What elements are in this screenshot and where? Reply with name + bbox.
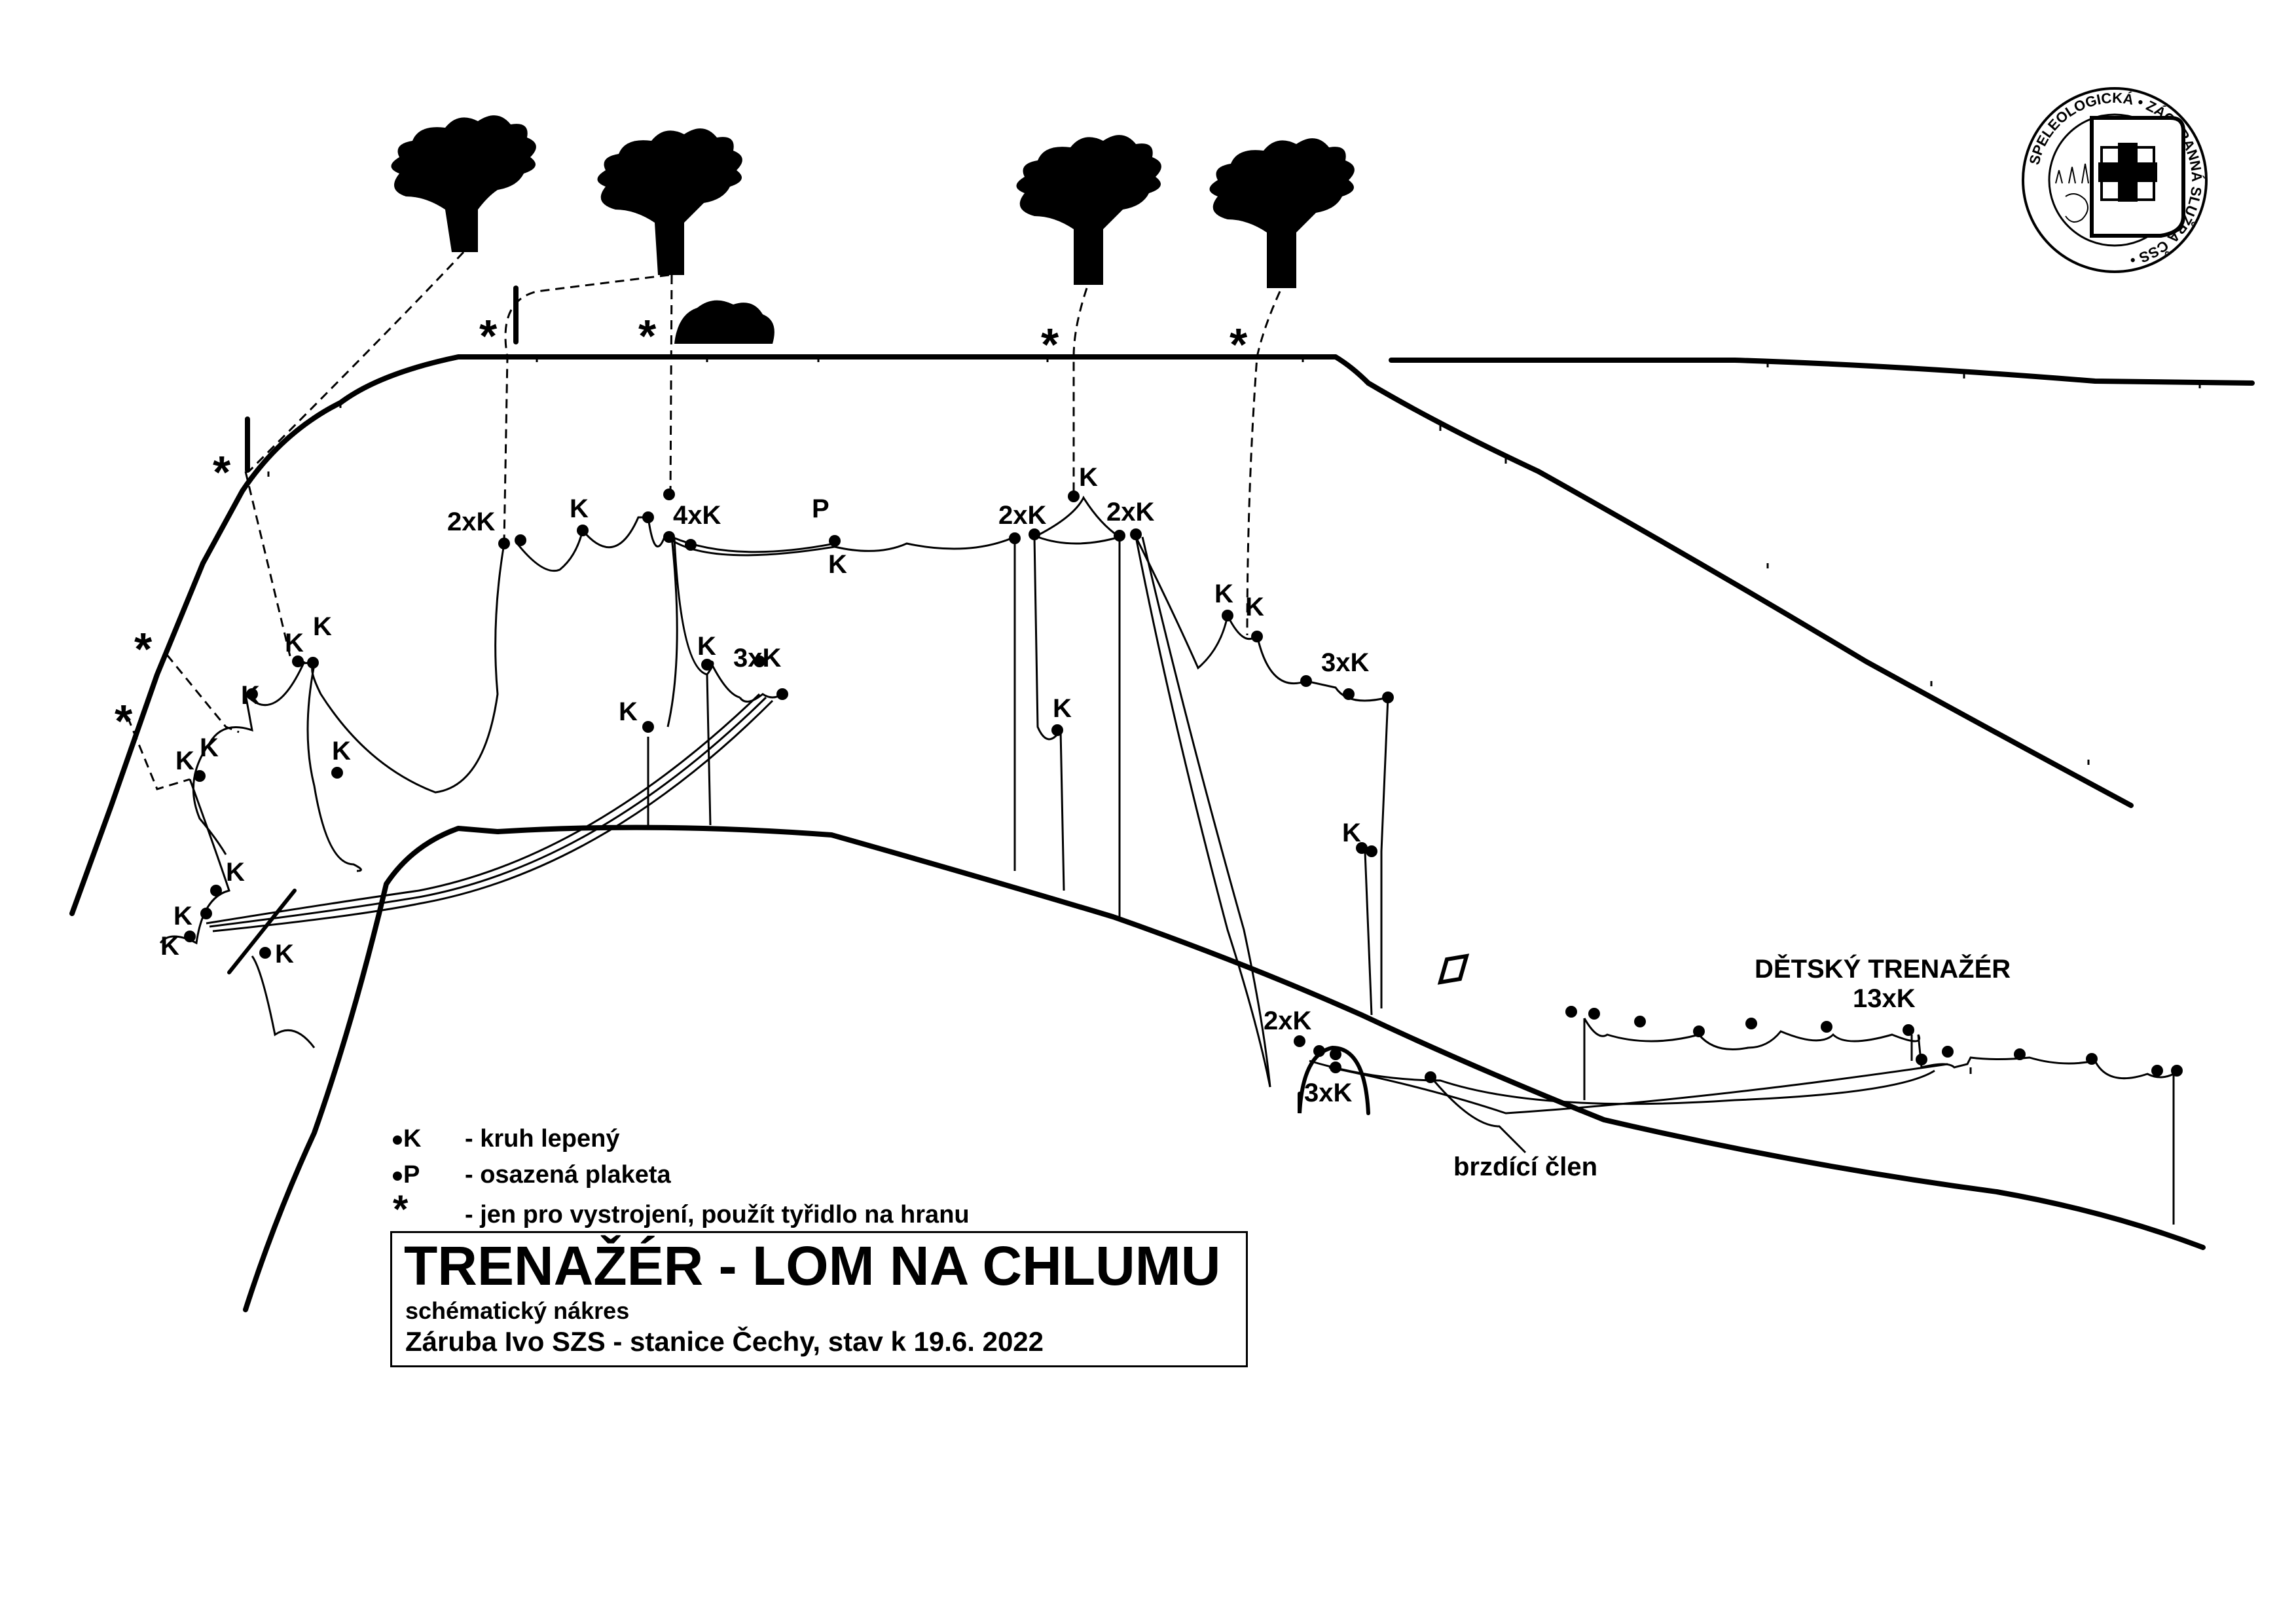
svg-text:K: K	[200, 733, 219, 762]
legend-row-star: *- jen pro vystrojení, použít tyřidlo na…	[393, 1187, 970, 1231]
svg-text:2xK: 2xK	[447, 507, 495, 536]
svg-text:K: K	[173, 902, 192, 931]
tree-icon	[1016, 135, 1161, 285]
svg-text:K: K	[570, 494, 589, 523]
tree-icon	[597, 128, 742, 275]
svg-text:K: K	[332, 737, 351, 766]
svg-text:K: K	[241, 681, 260, 710]
svg-text:4xK: 4xK	[673, 501, 721, 530]
svg-text:2xK: 2xK	[1264, 1006, 1311, 1035]
svg-text:K: K	[313, 612, 332, 641]
svg-text:brzdící člen: brzdící člen	[1453, 1153, 1597, 1181]
svg-text:K: K	[175, 747, 194, 775]
svg-text:K: K	[160, 932, 179, 961]
star-markers: * * * * * * *	[115, 310, 1248, 747]
svg-text:2xK: 2xK	[998, 501, 1046, 530]
red-cross-shield-icon	[2055, 116, 2185, 238]
legend-row-plate: P- osazená plaketa	[393, 1161, 671, 1189]
svg-text:*: *	[479, 310, 498, 361]
quarry-terrain	[69, 286, 2255, 1312]
svg-text:*: *	[134, 623, 153, 674]
dashed-tie-lines	[126, 251, 1281, 790]
title-block: TRENAŽÉR - LOM NA CHLUMU schématický nák…	[390, 1231, 1248, 1367]
anchor-dot-icon	[393, 1135, 402, 1145]
svg-text:K: K	[1053, 694, 1072, 723]
svg-text:13xK: 13xK	[1853, 984, 1916, 1013]
svg-text:3xK: 3xK	[733, 644, 781, 673]
svg-text:K: K	[226, 858, 245, 887]
svg-text:2xK: 2xK	[1106, 498, 1154, 526]
speleo-rescue-logo: SPELEOLOGICKÁ • ZÁCHRANNÁ SLUŽBA ČSS •	[2022, 87, 2208, 273]
svg-text:*: *	[1230, 319, 1248, 370]
svg-text:K: K	[619, 697, 638, 726]
svg-text:K: K	[275, 940, 294, 969]
anchor-dot-icon	[393, 1171, 402, 1181]
page-subtitle: schématický nákres	[405, 1297, 630, 1324]
svg-text:K: K	[697, 632, 716, 661]
anchor-labels: 2xK K 4xK P K 2xK K 2xK K K 3xK K 3xK K …	[160, 463, 2011, 1181]
svg-text:P: P	[812, 494, 829, 523]
surface-ticks	[267, 357, 2201, 765]
legend-row-ring: K- kruh lepený	[393, 1125, 620, 1153]
anchor-points	[184, 489, 2183, 1083]
svg-text:K: K	[1214, 580, 1233, 608]
svg-text:*: *	[213, 447, 231, 498]
author-line: Záruba Ivo SZS - stanice Čechy, stav k 1…	[405, 1326, 1044, 1357]
svg-text:K: K	[285, 629, 304, 657]
svg-text:*: *	[115, 695, 133, 747]
ropes	[159, 495, 2175, 1225]
svg-text:3xK: 3xK	[1321, 648, 1369, 677]
svg-text:*: *	[1041, 319, 1059, 370]
svg-text:*: *	[638, 310, 657, 361]
svg-text:K: K	[1342, 819, 1361, 847]
tree-icon	[391, 115, 536, 252]
tree-icon	[1209, 138, 1355, 288]
svg-text:K: K	[1245, 593, 1264, 621]
svg-text:K: K	[828, 550, 847, 579]
page-title: TRENAŽÉR - LOM NA CHLUMU	[404, 1235, 1221, 1297]
svg-text:3xK: 3xK	[1304, 1079, 1352, 1107]
svg-text:DĚTSKÝ TRENAŽÉR: DĚTSKÝ TRENAŽÉR	[1755, 953, 2011, 984]
svg-text:K: K	[1079, 463, 1098, 492]
bush-icon	[674, 300, 774, 344]
